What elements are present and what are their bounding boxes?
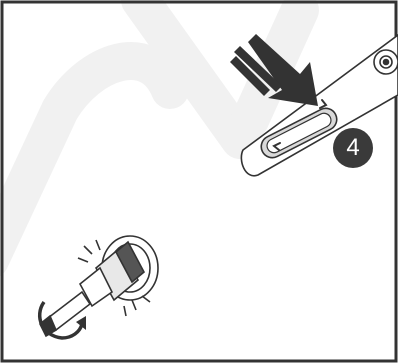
step-number: 4: [346, 134, 360, 161]
slider-button-icon: [260, 99, 338, 159]
step-badge: [333, 128, 373, 168]
screw-driver-rotation-icon: [38, 235, 159, 340]
push-direction-arrow-icon: [230, 34, 318, 106]
